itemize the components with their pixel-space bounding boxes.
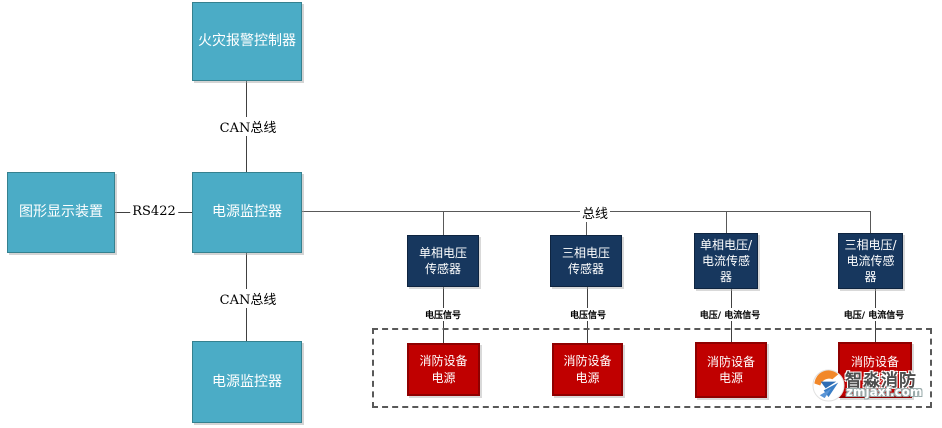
connector-bus-drop-sensor-4	[870, 211, 871, 233]
connector-bus-drop-sensor-1	[443, 211, 444, 235]
signal-label-1: 电压信号	[424, 308, 462, 321]
edge-label-can-bus-bottom: CAN总线	[217, 289, 279, 308]
node-label: 消防设备 电源	[850, 354, 899, 385]
node-label: 单相电压 传感器	[418, 245, 467, 276]
node-label: 单相电压/ 电流传感 器	[699, 237, 753, 285]
node-label: 消防设备 电源	[419, 354, 468, 385]
node-fire-alarm-controller: 火灾报警控制器	[192, 2, 302, 81]
watermark-brand-icon	[812, 369, 845, 402]
node-fire-power-supply-4: 消防设备 电源	[838, 342, 912, 398]
node-fire-power-supply-3: 消防设备 电源	[695, 342, 767, 398]
watermark-url: zmjaxf.com	[846, 385, 923, 399]
monitored-zone-boundary	[372, 328, 932, 408]
connector-bus-drop-sensor-3	[726, 211, 727, 233]
node-sensor-single-phase-voltage-current: 单相电压/ 电流传感 器	[694, 233, 758, 289]
node-label: 火灾报警控制器	[198, 33, 296, 50]
node-label: 三相电压 传感器	[561, 245, 610, 276]
signal-label-3: 电压/ 电流信号	[699, 308, 761, 321]
node-label: 消防设备 电源	[706, 354, 755, 385]
node-fire-power-supply-1: 消防设备 电源	[407, 343, 480, 396]
node-label: 电源监控器	[212, 204, 282, 221]
edge-label-bus: 总线	[579, 203, 611, 222]
edge-label-can-bus-top: CAN总线	[217, 117, 279, 136]
signal-label-4: 电压/ 电流信号	[843, 308, 905, 321]
node-graphic-display: 图形显示装置	[7, 172, 115, 253]
edge-label-rs422: RS422	[130, 204, 178, 219]
node-label: 电源监控器	[212, 373, 282, 390]
signal-label-2: 电压信号	[569, 308, 607, 321]
node-power-monitor-mid: 电源监控器	[192, 172, 302, 253]
node-label: 三相电压/ 电流传感 器	[844, 237, 897, 285]
watermark-logo: 智淼消防 zmjaxf.com	[812, 366, 940, 404]
node-fire-power-supply-2: 消防设备 电源	[552, 343, 623, 396]
node-sensor-three-phase-voltage: 三相电压 传感器	[550, 235, 622, 287]
node-label: 消防设备 电源	[563, 354, 612, 385]
node-sensor-three-phase-voltage-current: 三相电压/ 电流传感 器	[838, 233, 903, 289]
watermark-title: 智淼消防	[845, 371, 917, 391]
node-label: 图形显示装置	[19, 204, 103, 221]
node-power-monitor-bottom: 电源监控器	[192, 341, 302, 423]
node-sensor-single-phase-voltage: 单相电压 传感器	[407, 235, 479, 287]
connector-bus-drop-sensor-2	[586, 211, 587, 235]
